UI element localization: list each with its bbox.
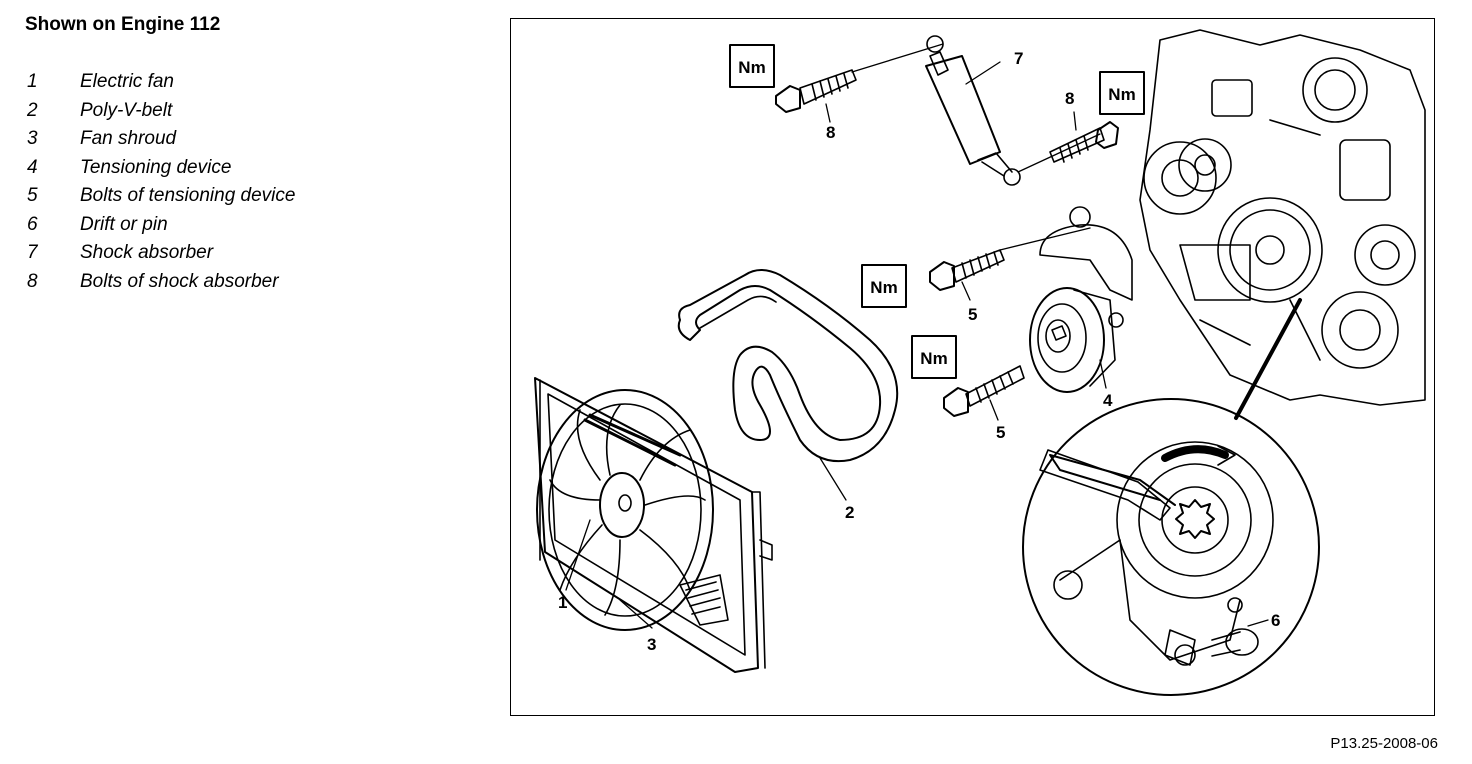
shock-bolt-right bbox=[1049, 121, 1119, 163]
figure-id: P13.25-2008-06 bbox=[1330, 735, 1438, 752]
svg-text:Nm: Nm bbox=[870, 278, 897, 297]
tensioning-device bbox=[1029, 206, 1133, 393]
legend-item: 7 Shock absorber bbox=[27, 239, 295, 268]
callout-3: 3 bbox=[647, 635, 656, 654]
legend-label: Shock absorber bbox=[80, 242, 214, 264]
legend-label: Bolts of tensioning device bbox=[80, 185, 296, 207]
torque-box: Nm bbox=[911, 335, 957, 379]
torque-box: Nm bbox=[861, 264, 907, 308]
svg-text:Nm: Nm bbox=[1108, 85, 1135, 104]
legend-number: 7 bbox=[27, 242, 38, 264]
poly-v-belt bbox=[677, 269, 899, 462]
legend-item: 8 Bolts of shock absorber bbox=[27, 268, 295, 297]
diagram-frame bbox=[510, 18, 1435, 716]
shock-bolt-left bbox=[775, 69, 857, 113]
legend-item: 5 Bolts of tensioning device bbox=[27, 182, 295, 211]
electric-fan bbox=[536, 389, 729, 631]
legend-item: 1 Electric fan bbox=[27, 68, 295, 97]
legend-number: 2 bbox=[27, 99, 38, 121]
page-title: Shown on Engine 112 bbox=[25, 14, 221, 35]
callout-7: 7 bbox=[1014, 49, 1023, 68]
callout-6: 6 bbox=[1271, 611, 1280, 630]
legend-label: Drift or pin bbox=[80, 213, 168, 235]
legend-label: Fan shroud bbox=[80, 128, 177, 150]
callout-5: 5 bbox=[968, 305, 977, 324]
legend-number: 5 bbox=[27, 185, 38, 207]
engine-block bbox=[1139, 29, 1426, 406]
legend-item: 4 Tensioning device bbox=[27, 154, 295, 183]
callout-1: 1 bbox=[558, 593, 567, 612]
legend-label: Bolts of shock absorber bbox=[80, 270, 279, 292]
legend-list: 1 Electric fan 2 Poly-V-belt 3 Fan shroud 4… bbox=[27, 68, 295, 296]
legend-label: Tensioning device bbox=[80, 156, 232, 178]
detail-magnifier bbox=[1022, 398, 1320, 696]
callout-8: 8 bbox=[1065, 89, 1074, 108]
tensioner-bolt-upper bbox=[929, 249, 1005, 291]
shock-absorber bbox=[925, 35, 1021, 186]
legend-item: 3 Fan shroud bbox=[27, 125, 295, 154]
svg-text:Nm: Nm bbox=[738, 58, 765, 77]
torque-box: Nm bbox=[729, 44, 775, 88]
drift-pin bbox=[1211, 628, 1259, 657]
tensioner-bolt-lower bbox=[943, 365, 1025, 417]
legend-number: 4 bbox=[27, 156, 38, 178]
legend-number: 3 bbox=[27, 128, 38, 150]
callout-leaders bbox=[565, 43, 1269, 629]
legend-label: Poly-V-belt bbox=[80, 99, 173, 121]
legend-number: 1 bbox=[27, 71, 38, 93]
torque-box: Nm bbox=[1099, 71, 1145, 115]
callout-8: 8 bbox=[826, 123, 835, 142]
legend-item: 2 Poly-V-belt bbox=[27, 97, 295, 126]
fan-shroud bbox=[534, 377, 773, 673]
callout-4: 4 bbox=[1103, 391, 1113, 410]
legend-item: 6 Drift or pin bbox=[27, 211, 295, 240]
legend-number: 6 bbox=[27, 213, 38, 235]
callout-5: 5 bbox=[996, 423, 1005, 442]
legend-label: Electric fan bbox=[80, 71, 174, 93]
legend-number: 8 bbox=[27, 270, 38, 292]
magnifier-leader bbox=[1234, 298, 1302, 420]
callout-2: 2 bbox=[845, 503, 854, 522]
svg-text:Nm: Nm bbox=[920, 349, 947, 368]
